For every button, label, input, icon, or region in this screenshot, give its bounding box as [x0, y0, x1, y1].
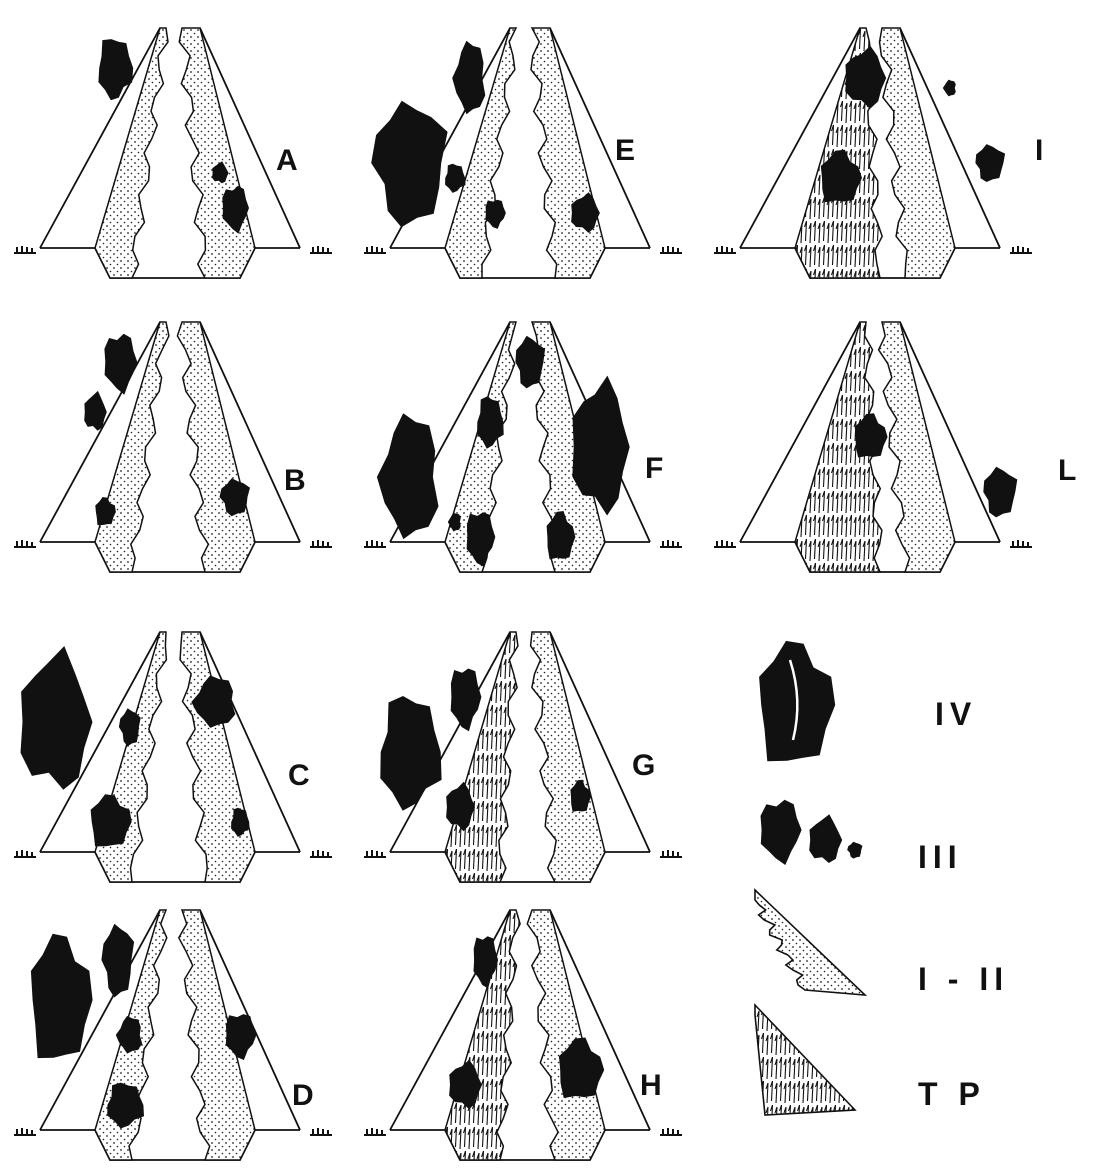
legend-symbol-large-tree-crown: [759, 641, 835, 761]
channel-bed: [390, 248, 650, 278]
legend-label: I - II: [918, 961, 1009, 997]
channel-bed: [40, 1130, 300, 1160]
tree-crown: [451, 669, 482, 732]
channel-bed: [390, 542, 650, 572]
grass-marks: [364, 850, 682, 857]
tree-crown: [485, 200, 506, 229]
panel-label: B: [284, 464, 306, 497]
grass-marks: [364, 540, 682, 547]
panel-i: I: [714, 28, 1043, 278]
tree-crown: [101, 924, 134, 998]
tree-crown: [98, 39, 133, 100]
panel-label: H: [640, 1069, 662, 1102]
panel-h: H: [364, 910, 682, 1160]
channel-bed: [40, 248, 300, 278]
panel-f: F: [364, 322, 682, 572]
grass-marks: [14, 850, 332, 857]
grass-marks: [14, 540, 332, 547]
tree-crowns: [449, 936, 604, 1109]
panel-l: L: [714, 322, 1076, 572]
panel-label: G: [632, 749, 655, 782]
panel-c: C: [14, 632, 332, 882]
legend-label: IV: [935, 696, 977, 732]
legend-item-iv: IV: [759, 641, 977, 761]
panel-label: F: [645, 452, 663, 485]
legend-label: T P: [918, 1076, 986, 1112]
tree-crown: [21, 646, 93, 790]
tree-crown: [452, 41, 485, 114]
levee-outline: [40, 28, 300, 248]
legend-item-iii: III: [761, 800, 963, 875]
panel-label: I: [1035, 134, 1043, 167]
grass-marks: [14, 246, 332, 253]
panel-label: D: [292, 1079, 314, 1112]
panel-label: E: [615, 134, 635, 167]
panel-g: G: [364, 632, 682, 882]
legend-symbol-hatched-bank: [755, 1005, 855, 1115]
panel-b: B: [14, 322, 332, 572]
grass-marks: [364, 1128, 682, 1135]
panel-e: E: [364, 28, 682, 278]
grass-marks: [364, 246, 682, 253]
tree-crown: [943, 80, 956, 97]
channel-bed: [40, 852, 300, 882]
tree-crown: [983, 467, 1017, 518]
panel-label: C: [288, 759, 310, 792]
legend-label: III: [918, 839, 963, 875]
panel-a: A: [14, 28, 332, 278]
tree-crown: [380, 696, 441, 811]
levee-outline: [390, 910, 650, 1130]
tree-crown: [104, 334, 137, 395]
legend-item-i-ii: I - II: [755, 890, 1009, 997]
channel-bed: [390, 852, 650, 882]
channel-bed: [40, 542, 300, 572]
panel-label: L: [1058, 454, 1076, 487]
tree-crown: [31, 934, 93, 1058]
tree-crown: [377, 413, 439, 539]
panel-label: A: [276, 144, 298, 177]
legend-symbol-small-tree-crowns: [761, 800, 863, 865]
panel-d: D: [14, 910, 332, 1160]
tree-crown: [371, 101, 447, 228]
left-bank-strip: [445, 632, 518, 882]
levee-outline: [40, 322, 300, 542]
legend-symbol-stippled-bank: [755, 890, 865, 995]
legend-item-tp: T P: [755, 1005, 986, 1115]
grass-marks: [14, 1128, 332, 1135]
channel-bed: [390, 1130, 650, 1160]
tree-crown: [975, 144, 1005, 182]
